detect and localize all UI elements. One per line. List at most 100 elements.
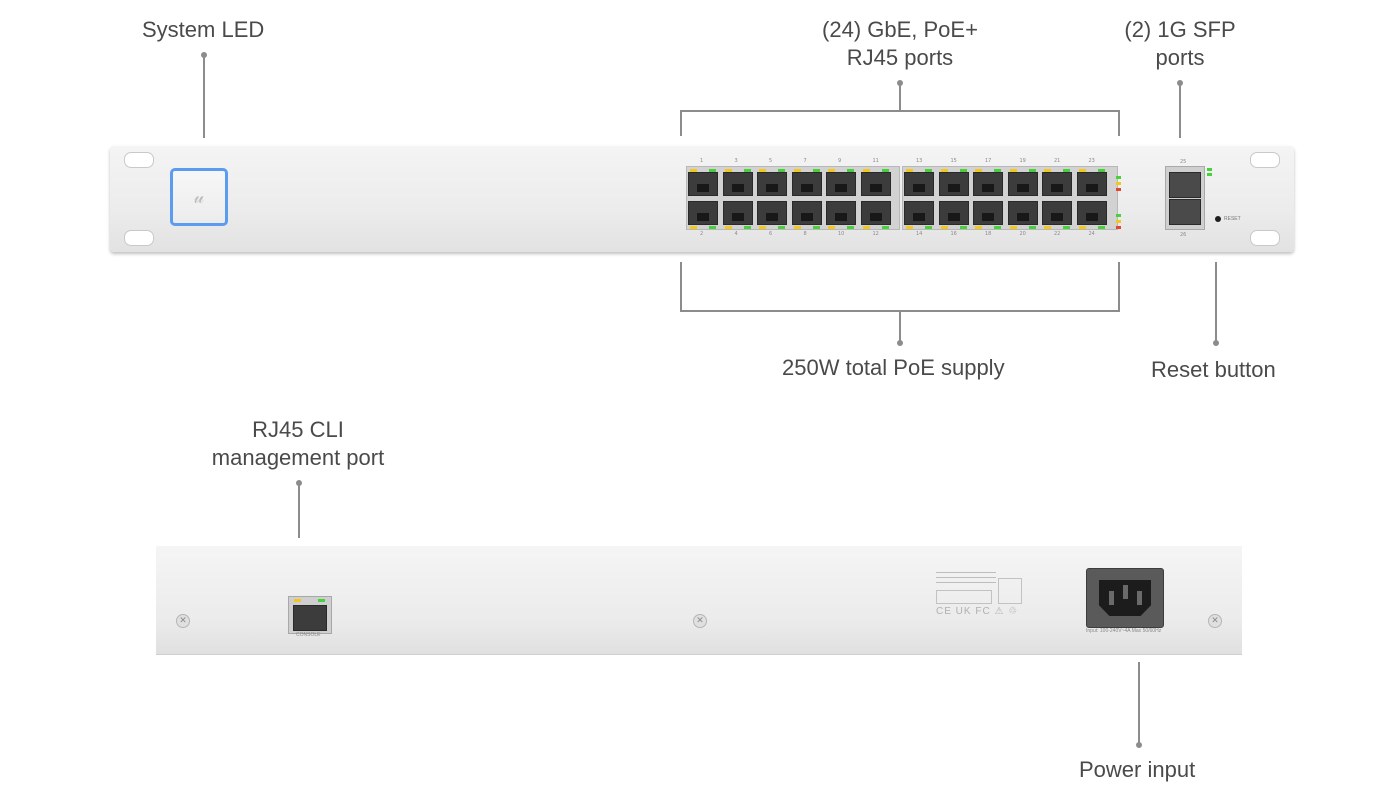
sfp-led-green (1207, 168, 1212, 171)
sfp-port-26[interactable] (1169, 199, 1201, 225)
power-caption: Input: 100-240V~4A Max 50/60Hz (1086, 628, 1162, 634)
port-number-top: 11 (872, 158, 879, 164)
port-led-green (881, 226, 889, 229)
rj45-port[interactable] (1042, 172, 1072, 196)
reset-button-label: Reset button (1151, 357, 1276, 382)
rj45-port[interactable] (757, 201, 787, 225)
port-led-amber (1044, 169, 1051, 172)
system-led: 𝓊 (170, 168, 228, 226)
sfp-cage (1165, 166, 1205, 230)
serial-box (936, 590, 992, 604)
rj45-port[interactable] (1076, 201, 1107, 225)
socket-pin (1109, 591, 1114, 605)
port-led-green (881, 169, 889, 172)
system-led-leader-dot (201, 52, 207, 58)
reset-button[interactable] (1215, 216, 1221, 222)
socket-pin (1123, 585, 1128, 599)
rj45-port[interactable] (938, 172, 969, 196)
port-led-green (1097, 226, 1105, 229)
console-led-amber (294, 599, 301, 602)
rj45-port[interactable] (973, 201, 1003, 225)
rj45-port[interactable] (826, 172, 856, 196)
port-led-amber (940, 226, 948, 229)
port-led-amber (690, 226, 697, 229)
rj45-port[interactable] (688, 201, 718, 225)
sfp-ports-leader (1179, 82, 1181, 138)
port-led-amber (828, 169, 835, 172)
port-led-green (778, 169, 785, 172)
legend-led-green (1116, 214, 1121, 217)
rj45-ports-bracket-right (1118, 110, 1120, 136)
port-number-bottom: 10 (838, 231, 845, 237)
screw-icon: ✕ (693, 614, 707, 628)
system-led-label: System LED (142, 17, 265, 42)
poe-leader (899, 312, 901, 342)
port-led-amber (1078, 169, 1086, 172)
rj45-port[interactable] (860, 201, 891, 225)
switch-back-panel: ✕ ✕ ✕ CONSOLE CE UK FC ⚠ ♲ Input: 100-24… (156, 546, 1242, 655)
sfp-number-26: 26 (1180, 232, 1187, 238)
rj45-port[interactable] (1007, 172, 1038, 196)
rj45-port[interactable] (791, 172, 822, 196)
screw-icon: ✕ (176, 614, 190, 628)
reset-text: RESET (1224, 216, 1241, 222)
rj45-ports-label: (24) GbE, PoE+ RJ45 ports (822, 17, 978, 70)
regulatory-text (936, 572, 996, 586)
reset-leader (1215, 262, 1217, 342)
port-led-green (709, 226, 716, 229)
rj45-port[interactable] (904, 201, 934, 225)
poe-bracket-left (680, 262, 682, 312)
legend-led-red (1116, 226, 1121, 229)
port-led-green (1097, 169, 1105, 172)
port-led-amber (975, 169, 982, 172)
rj45-port[interactable] (904, 172, 934, 196)
power-input-socket[interactable] (1086, 568, 1164, 628)
rj45-port[interactable] (688, 172, 718, 196)
port-led-amber (724, 226, 732, 229)
rj45-port[interactable] (1076, 172, 1107, 196)
console-port[interactable] (288, 596, 332, 634)
rj45-port[interactable] (757, 172, 787, 196)
port-number-top: 9 (838, 158, 842, 164)
rj45-port[interactable] (860, 172, 891, 196)
rj45-port[interactable] (826, 201, 856, 225)
port-led-green (778, 226, 785, 229)
rack-ear-hole (124, 152, 154, 168)
poe-leader-dot (897, 340, 903, 346)
port-number-bottom: 8 (803, 231, 807, 237)
port-led-green (1028, 169, 1036, 172)
rack-ear-hole (124, 230, 154, 246)
port-led-green (743, 169, 751, 172)
port-number-bottom: 22 (1054, 231, 1061, 237)
rj45-port[interactable] (791, 201, 822, 225)
rj45-port[interactable] (938, 201, 969, 225)
port-number-top: 7 (803, 158, 807, 164)
rj45-port[interactable] (973, 172, 1003, 196)
ubiquiti-logo-icon: 𝓊 (193, 186, 205, 208)
port-number-bottom: 14 (916, 231, 923, 237)
sfp-number-25: 25 (1180, 159, 1187, 165)
rj45-port[interactable] (1007, 201, 1038, 225)
legend-led-red (1116, 188, 1121, 191)
cli-port-label: RJ45 CLI management port (211, 417, 385, 470)
port-number-bottom: 2 (700, 231, 704, 237)
legend-led-green (1116, 176, 1121, 179)
console-label: CONSOLE (296, 632, 321, 638)
rj45-port[interactable] (722, 201, 753, 225)
rj45-port[interactable] (1042, 201, 1072, 225)
port-led-green (1028, 226, 1036, 229)
port-number-top: 21 (1054, 158, 1061, 164)
port-led-amber (759, 226, 766, 229)
power-input-label: Power input (1079, 757, 1196, 782)
sfp-port-25[interactable] (1169, 172, 1201, 198)
port-led-amber (1078, 226, 1086, 229)
cli-port-leader (298, 482, 300, 538)
port-led-amber (906, 169, 913, 172)
rj45-jack (293, 605, 327, 631)
port-number-top: 17 (985, 158, 992, 164)
rj45-port[interactable] (722, 172, 753, 196)
port-led-amber (690, 169, 697, 172)
reset-leader-dot (1213, 340, 1219, 346)
port-led-green (994, 169, 1001, 172)
